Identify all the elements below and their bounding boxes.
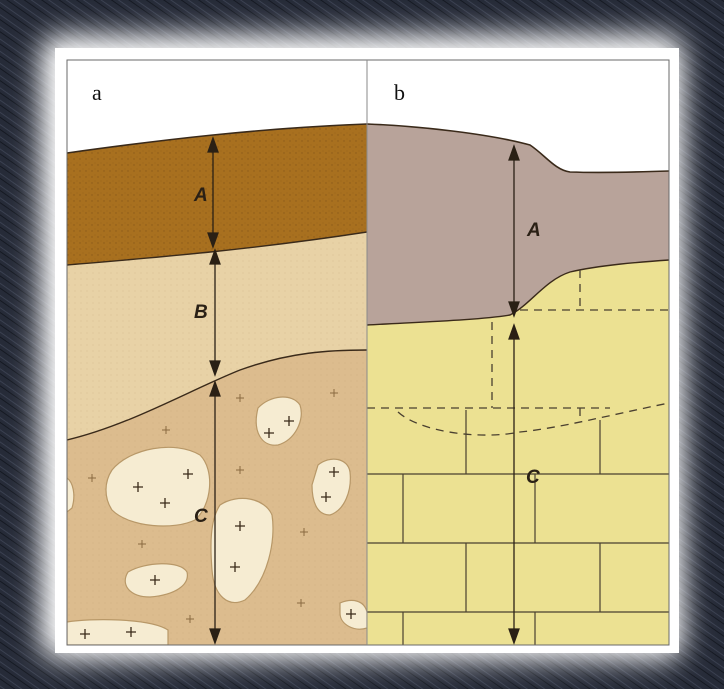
horizon-c-label: C [526, 467, 540, 488]
panel-a: A B C a [67, 60, 367, 645]
horizon-a-label: A [526, 220, 541, 241]
horizon-b-label: B [194, 302, 208, 323]
panel-b: A C b [367, 60, 669, 645]
horizon-c-label: C [194, 506, 208, 527]
horizon-a-label: A [193, 185, 208, 206]
panel-a-label: a [92, 80, 102, 105]
panel-b-label: b [394, 80, 405, 105]
